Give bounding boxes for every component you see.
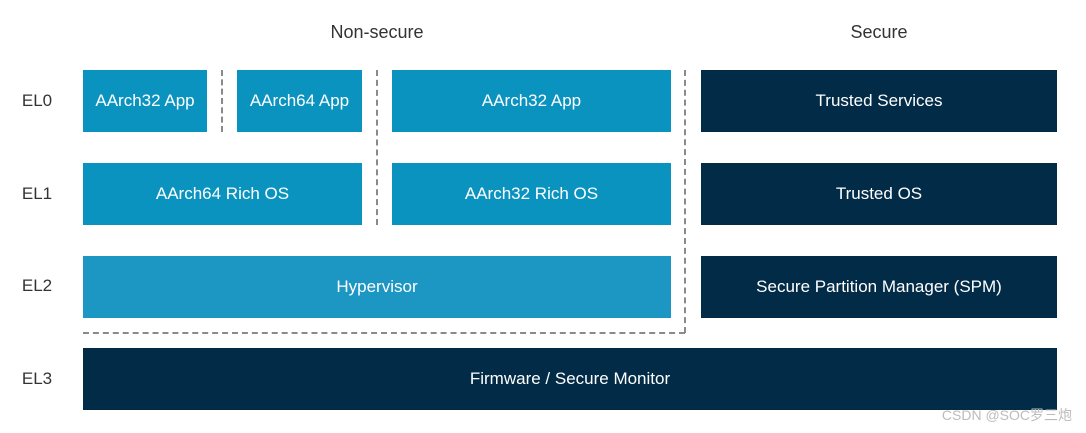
aarch64-app-label: AArch64 App <box>249 91 350 110</box>
trusted-services-label: Trusted Services <box>815 91 943 110</box>
os-separator-dashed-line <box>376 70 378 225</box>
aarch64-rich-os-label: AArch64 Rich OS <box>155 184 290 203</box>
trusted-services-box: Trusted Services <box>701 70 1057 132</box>
hypervisor-box: Hypervisor <box>83 256 671 318</box>
aarch32-rich-os-label: AArch32 Rich OS <box>464 184 599 203</box>
spm-box: Secure Partition Manager (SPM) <box>701 256 1057 318</box>
hypervisor-label: Hypervisor <box>336 277 418 296</box>
spm-label: Secure Partition Manager (SPM) <box>756 277 1002 296</box>
trusted-os-box: Trusted OS <box>701 163 1057 225</box>
secure-boundary-dashed-line <box>684 70 686 333</box>
aarch32-app-label: AArch32 App <box>481 91 582 110</box>
el1-label: EL1 <box>21 184 53 203</box>
watermark: CSDN @SOC罗三炮 <box>941 407 1072 423</box>
trusted-os-label: Trusted OS <box>835 184 923 203</box>
el0-label: EL0 <box>21 91 53 110</box>
firmware-secure-monitor-box: Firmware / Secure Monitor <box>83 348 1057 410</box>
aarch32-app-label-left: AArch32 App <box>95 91 195 110</box>
aarch64-app-box: AArch64 App <box>237 70 362 132</box>
aarch32-rich-os-box: AArch32 Rich OS <box>392 163 671 225</box>
secure-header: Secure <box>850 22 908 42</box>
aarch32-app-box: AArch32 App <box>392 70 671 132</box>
hypervisor-boundary-dashed-line <box>83 332 685 334</box>
el3-label: EL3 <box>21 369 53 388</box>
el2-label: EL2 <box>21 276 53 295</box>
aarch64-rich-os-box: AArch64 Rich OS <box>83 163 362 225</box>
firmware-secure-monitor-label: Firmware / Secure Monitor <box>469 369 671 388</box>
aarch32-app-box-left: AArch32 App <box>83 70 207 132</box>
non-secure-header: Non-secure <box>330 22 424 42</box>
app-separator-dashed-line <box>221 70 223 132</box>
